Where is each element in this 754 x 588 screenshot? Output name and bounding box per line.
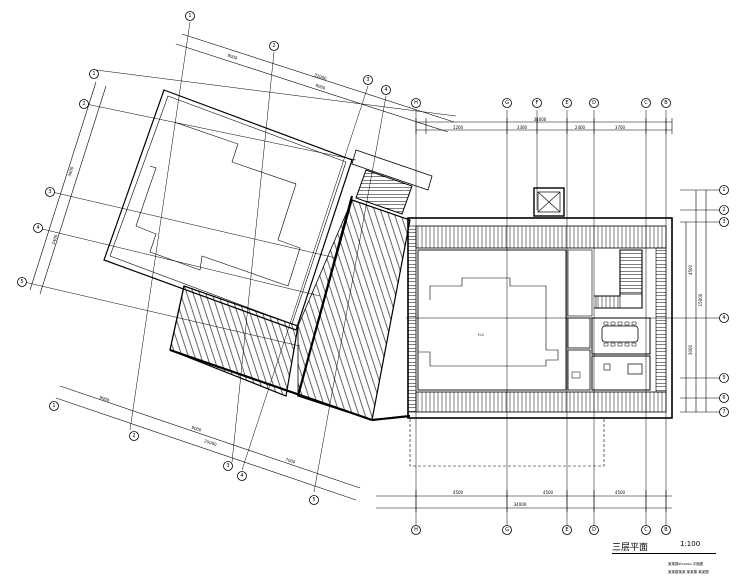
svg-text:5: 5 xyxy=(312,497,315,503)
office-desk xyxy=(627,363,643,375)
svg-text:C: C xyxy=(644,527,648,533)
svg-text:1: 1 xyxy=(52,403,55,409)
elevator-shaft xyxy=(533,187,565,217)
svg-text:4: 4 xyxy=(36,225,39,231)
orthogonal-wing: 34000 1200 3300 2400 3700 1500 xyxy=(376,110,720,525)
office-chair xyxy=(603,363,611,371)
top-dim-seg: 2400 xyxy=(575,125,586,130)
svg-text:4: 4 xyxy=(722,315,725,321)
svg-text:3: 3 xyxy=(48,189,51,195)
svg-text:1: 1 xyxy=(92,71,95,77)
svg-text:G: G xyxy=(505,527,509,533)
svg-text:1: 1 xyxy=(188,13,191,19)
right-dim-seg: 3000 xyxy=(688,344,693,355)
bottom-dim-seg: 4500 xyxy=(453,490,464,495)
top-dim-seg: 3300 xyxy=(517,125,528,130)
rotated-bottom-dim: 9000 xyxy=(99,395,111,403)
top-corridor xyxy=(415,225,667,249)
svg-text:H: H xyxy=(414,527,418,533)
toilet-fixture xyxy=(571,371,581,379)
svg-text:E: E xyxy=(565,527,568,533)
toilet-room xyxy=(567,349,591,391)
top-grid-bubbles: H G F E D C B xyxy=(411,98,671,108)
office-room xyxy=(591,355,651,391)
bottom-corridor xyxy=(415,391,667,413)
rotated-bottom-dim: 9000 xyxy=(191,425,203,433)
svg-text:3: 3 xyxy=(226,463,229,469)
lower-floor-outline xyxy=(409,417,605,467)
svg-text:5: 5 xyxy=(20,279,23,285)
svg-text:B: B xyxy=(664,527,668,533)
rotated-top-overall-dim: 32000 xyxy=(314,72,328,81)
meeting-room xyxy=(591,317,651,355)
svg-text:3: 3 xyxy=(366,77,369,83)
rotated-left-dim: 3600 xyxy=(67,165,75,177)
rotated-left-dim: 2400 xyxy=(51,233,59,245)
svg-text:H: H xyxy=(414,100,418,106)
rotated-top-dim: 9000 xyxy=(315,83,327,91)
rotated-bottom-dim: 7000 xyxy=(285,457,297,465)
stair-upper xyxy=(619,249,643,295)
title-underline xyxy=(612,553,716,554)
svg-text:D: D xyxy=(592,100,596,106)
top-dim-seg: 3700 xyxy=(615,125,626,130)
right-dim-seg: 4500 xyxy=(688,264,693,275)
right-grid-bubbles: 1 2 3 4 5 6 7 xyxy=(719,185,729,417)
svg-text:E: E xyxy=(565,100,568,106)
svg-text:7: 7 xyxy=(722,409,725,415)
hall-label-mark: H.C xyxy=(478,333,485,337)
svg-text:6: 6 xyxy=(722,395,725,401)
svg-text:1: 1 xyxy=(722,187,725,193)
bottom-dim-seg: 4500 xyxy=(615,490,626,495)
svg-text:F: F xyxy=(536,100,539,106)
svg-text:2: 2 xyxy=(722,207,725,213)
bottom-dim-seg: 4500 xyxy=(543,490,554,495)
svg-text:5: 5 xyxy=(722,375,725,381)
svg-text:C: C xyxy=(644,100,648,106)
bottom-dimension-ticks xyxy=(415,490,667,512)
svg-text:B: B xyxy=(664,100,668,106)
hall-ceiling-outline xyxy=(418,277,559,367)
rotated-stair xyxy=(355,169,413,215)
right-wall-band xyxy=(655,247,667,393)
stair-landing xyxy=(595,295,621,309)
meeting-chairs xyxy=(603,321,637,347)
drawing-scale: 1:100 xyxy=(680,540,701,548)
main-hall xyxy=(417,249,567,391)
svg-text:2: 2 xyxy=(272,43,275,49)
drawing-title: 三层平面 xyxy=(612,543,649,553)
storage-room xyxy=(567,317,591,349)
rotated-left-grid-bubbles: 1 2 3 4 5 xyxy=(17,69,99,287)
svg-text:2: 2 xyxy=(132,433,135,439)
svg-text:3: 3 xyxy=(722,219,725,225)
svg-text:4: 4 xyxy=(240,473,243,479)
horizontal-grid-lines xyxy=(406,189,720,413)
rotated-bottom-grid-bubbles: 1 2 3 4 5 xyxy=(49,401,319,505)
conference-table xyxy=(601,325,639,343)
rotated-grid-lines xyxy=(23,21,457,493)
bottom-overall-dim: 34000 xyxy=(514,502,527,507)
rotated-bottom-overall-dim: 25000 xyxy=(204,438,218,447)
left-wall-band xyxy=(407,225,417,413)
top-dim-seg: 1200 xyxy=(453,125,464,130)
drawing-note: 某某楼某某 某某楼 某某图 xyxy=(668,570,709,574)
title-block: 三层平面 1:100 某某楼shuuuu-平面图 某某楼某某 某某楼 某某图 xyxy=(612,538,722,578)
svg-text:D: D xyxy=(592,527,596,533)
rotated-top-grid-bubbles: 1 2 3 4 xyxy=(185,11,391,95)
svg-text:2: 2 xyxy=(82,101,85,107)
top-overall-dim: 34000 xyxy=(534,117,547,122)
svg-text:G: G xyxy=(505,100,509,106)
drawing-note: 某某楼shuuuu-平面图 xyxy=(668,562,704,566)
rotated-roof-inner-outline xyxy=(135,121,301,287)
lobby-room xyxy=(567,249,593,317)
rotated-top-dim: 9000 xyxy=(227,53,239,61)
rotated-wing: 32000 9000 9000 3600 2400 9000 9000 7000… xyxy=(23,21,457,501)
right-overall-dim: 15000 xyxy=(698,293,703,306)
svg-text:4: 4 xyxy=(384,87,387,93)
bottom-grid-bubbles: H G E D C B xyxy=(411,525,671,535)
